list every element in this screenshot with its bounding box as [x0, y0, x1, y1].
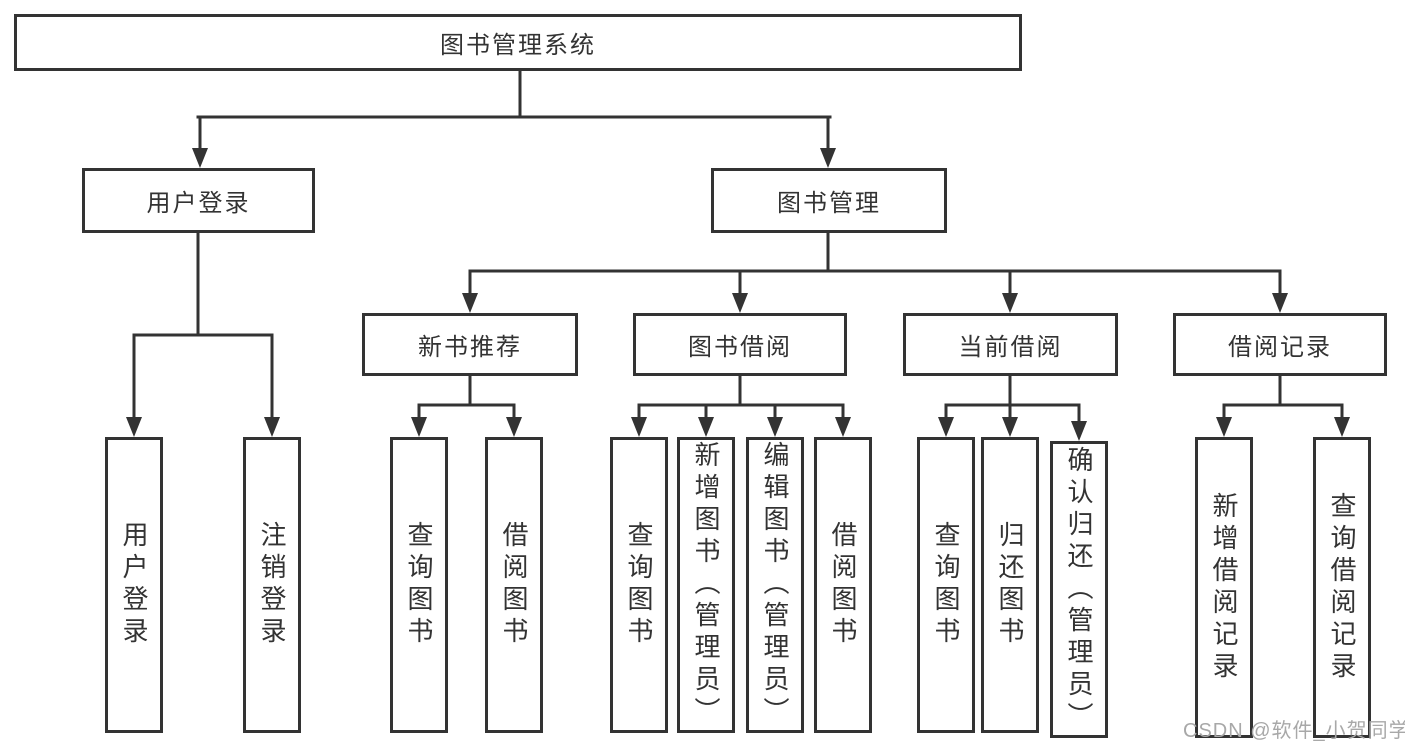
leaf-current-confirm-admin: 确认归还（管理员） — [1050, 441, 1108, 738]
arrowheads — [126, 148, 1350, 441]
connector-root-to-level2 — [196, 69, 832, 152]
leaf-borrow-edit-admin: 编辑图书（管理员） — [746, 437, 804, 733]
leaf-newbook-query: 查询图书 — [390, 437, 448, 733]
leaf-user-login: 用户登录 — [105, 437, 163, 733]
node-book-management: 图书管理 — [711, 168, 947, 233]
node-borrow-record: 借阅记录 — [1173, 313, 1387, 376]
node-user-login: 用户登录 — [82, 168, 315, 233]
leaf-current-query: 查询图书 — [917, 437, 975, 733]
node-new-book-recommend: 新书推荐 — [362, 313, 578, 376]
leaf-borrow-add-admin: 新增图书（管理员） — [677, 437, 735, 733]
leaf-record-add: 新增借阅记录 — [1195, 437, 1253, 738]
leaf-borrow-borrow: 借阅图书 — [814, 437, 872, 733]
node-book-borrow: 图书借阅 — [633, 313, 847, 376]
connector-newbook-to-leaves — [417, 374, 516, 421]
connector-bookmgmt-to-level3 — [468, 231, 1282, 297]
node-root: 图书管理系统 — [14, 14, 1022, 71]
connector-currentborrow-to-leaves — [944, 374, 1081, 425]
connector-borrowrecord-to-leaves — [1222, 374, 1344, 421]
leaf-newbook-borrow: 借阅图书 — [485, 437, 543, 733]
connector-userlogin-to-leaves — [132, 231, 274, 421]
leaf-current-return: 归还图书 — [981, 437, 1039, 733]
leaf-record-query: 查询借阅记录 — [1313, 437, 1371, 738]
connector-bookborrow-to-leaves — [637, 374, 845, 421]
leaf-logout: 注销登录 — [243, 437, 301, 733]
leaf-borrow-query: 查询图书 — [610, 437, 668, 733]
watermark: CSDN @软件_小贺同学 — [1183, 720, 1405, 742]
node-current-borrow: 当前借阅 — [903, 313, 1118, 376]
